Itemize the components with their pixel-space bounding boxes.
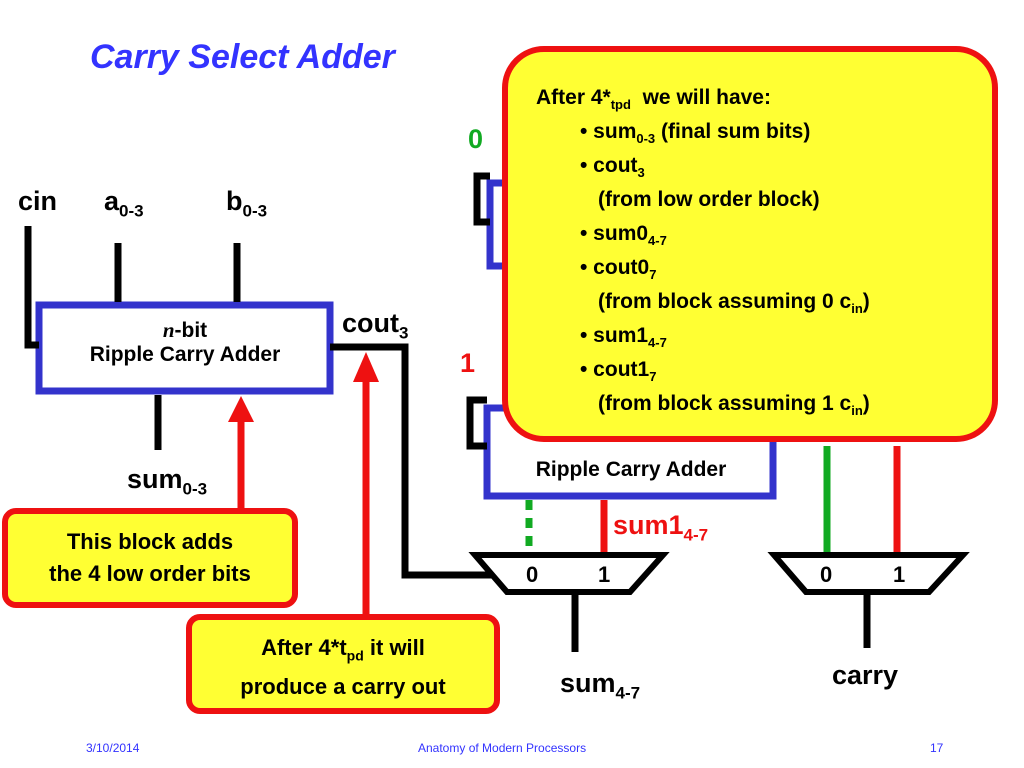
cin1-wire (466, 396, 487, 450)
footer-page-number: 17 (930, 741, 944, 755)
footer-course: Anatomy of Modern Processors (418, 741, 587, 755)
carry-label: carry (832, 660, 899, 690)
footer-date: 3/10/2014 (86, 741, 140, 755)
popup-item-sum1: • sum14-7 (580, 324, 667, 351)
mux-left (468, 552, 670, 595)
popup-item-cout3: • cout3 (580, 154, 645, 181)
sum1-47-label: sum14-7 (613, 510, 709, 545)
mux-right (767, 552, 970, 595)
mux-left-in1: 1 (598, 562, 611, 587)
carry-callout-line1: After 4*tpd it will (261, 635, 425, 664)
low-callout-arrowhead (228, 396, 254, 422)
popup-heading: After 4*tpd we will have: (536, 86, 771, 113)
cout3-label: cout3 (342, 308, 409, 343)
popup-note-cin0: (from block assuming 0 cin) (598, 290, 870, 317)
popup-item-cout0: • cout07 (580, 256, 657, 283)
low-callout-line2: the 4 low order bits (49, 561, 251, 586)
cout3-wire (330, 343, 496, 579)
sum47-label: sum4-7 (560, 668, 641, 703)
popup-item-cout1: • cout17 (580, 358, 657, 385)
mux-left-in0: 0 (526, 562, 539, 587)
popup-note-cin1: (from block assuming 1 cin) (598, 392, 870, 419)
cin-wire (24, 226, 39, 349)
popup-item-sum03: • sum0-3 (final sum bits) (580, 120, 811, 147)
slide-title: Carry Select Adder (90, 38, 395, 76)
carry-callout-arrowhead (353, 352, 379, 382)
constant-one-label: 1 (460, 348, 476, 378)
cin-label: cin (18, 186, 58, 216)
a-input-label: a0-3 (104, 186, 144, 221)
sum03-label: sum0-3 (127, 464, 208, 499)
low-adder-label: n-bit Ripple Carry Adder (89, 318, 281, 366)
carry-out-callout: After 4*tpd it will produce a carry out (186, 614, 500, 714)
low-block-callout: This block adds the 4 low order bits (2, 508, 298, 608)
popup-note-low-block: (from low order block) (598, 188, 820, 211)
upper-adder-label: Ripple Carry Adder (535, 458, 727, 481)
timing-summary-popup: After 4*tpd we will have: • sum0-3 (fina… (502, 46, 998, 442)
low-callout-line1: This block adds (66, 529, 234, 554)
constant-zero-label: 0 (468, 124, 484, 154)
cin0-wire (473, 172, 490, 226)
mux-right-in0: 0 (820, 562, 833, 587)
carry-callout-line2: produce a carry out (240, 674, 446, 700)
popup-item-sum0: • sum04-7 (580, 222, 667, 249)
b-input-label: b0-3 (226, 186, 268, 221)
mux-right-in1: 1 (893, 562, 906, 587)
